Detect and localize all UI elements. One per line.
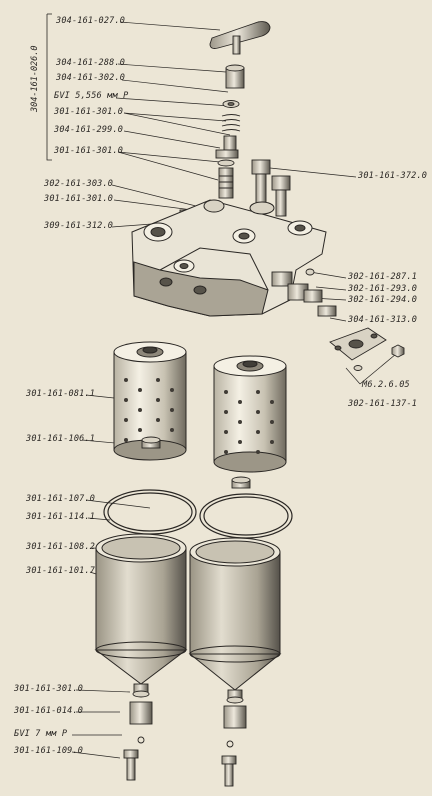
label-301-161-107-0: 301-161-107.0 xyxy=(26,494,96,504)
flange-plate xyxy=(329,327,387,361)
washer-small xyxy=(222,100,240,108)
bowl-right xyxy=(188,537,282,691)
gasket-left xyxy=(103,489,197,535)
drain-left xyxy=(123,683,153,781)
label-304-161-302-0: 304-161-302.0 xyxy=(56,73,126,83)
filter-head-body xyxy=(131,199,327,317)
label-302-161-137-1: 302-161-137-1 xyxy=(348,399,418,409)
label-ball-5556: БVI 5,556 мм Р xyxy=(54,91,129,101)
label-301-161-106-1: 301-161-106.1 xyxy=(26,434,96,444)
label-304-161-313-0: 304-161-313.0 xyxy=(348,315,418,325)
gasket-right xyxy=(199,493,293,539)
label-302-161-293-0: 302-161-293.0 xyxy=(348,284,418,294)
label-302-161-294-0: 302-161-294.0 xyxy=(348,295,418,305)
label-m6-2-6-05: М6.2.6.05 xyxy=(362,380,410,390)
label-309-161-312-0: 309-161-312.0 xyxy=(44,221,114,231)
sleeve-part xyxy=(225,64,245,89)
label-301-161-109-0: 301-161-109.0 xyxy=(14,746,84,756)
label-304-161-027-0: 304-161-027.0 xyxy=(56,16,126,26)
label-301-161-301-0-d: 301-161-301.0 xyxy=(14,684,84,694)
nut-small xyxy=(391,344,405,358)
label-304-161-288-0: 304-161-288.0 xyxy=(56,58,126,68)
label-301-161-101-7: 301-161-101.7 xyxy=(26,566,96,576)
label-301-161-014-0: 301-161-014.0 xyxy=(14,706,84,716)
ring-left xyxy=(141,436,161,449)
label-302-161-287-1: 302-161-287.1 xyxy=(348,272,418,282)
label-301-161-301-0-b: 301-161-301.0 xyxy=(54,146,124,156)
spring-stem-part xyxy=(215,114,241,199)
label-301-161-081-1: 301-161-081.1 xyxy=(26,389,96,399)
label-301-161-301-0-a: 301-161-301.0 xyxy=(54,107,124,117)
label-301-161-301-0-c: 301-161-301.0 xyxy=(44,194,114,204)
label-ball-7mm: БVI 7 мм Р xyxy=(14,729,68,739)
label-301-161-114-1: 301-161-114.1 xyxy=(26,512,96,522)
assembly-bracket xyxy=(46,13,52,161)
label-301-161-372-0: 301-161-372.0 xyxy=(358,171,428,181)
bolt-right-2 xyxy=(271,175,291,217)
label-assembly-304-161-026-0: 304-161-026.0 xyxy=(30,45,40,112)
bowl-left xyxy=(94,533,188,685)
washer-tiny xyxy=(353,365,363,371)
label-302-161-303-0: 302-161-303.0 xyxy=(44,179,114,189)
drain-right xyxy=(221,689,247,787)
side-valve xyxy=(271,268,337,317)
label-304-161-299-0: 304-161-299.0 xyxy=(54,125,124,135)
ring-right xyxy=(231,476,251,489)
handle-part xyxy=(209,21,271,55)
label-301-161-108-2: 301-161-108.2 xyxy=(26,542,96,552)
filter-element-right xyxy=(213,355,287,473)
